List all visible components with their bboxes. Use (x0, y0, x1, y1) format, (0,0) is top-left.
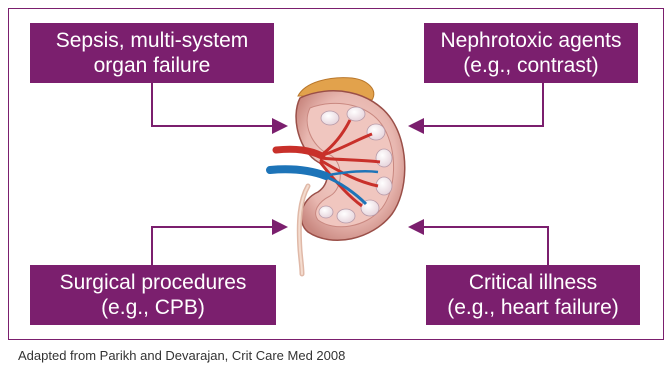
cause-line: Surgical procedures (60, 270, 247, 295)
cause-box-nephrotoxic: Nephrotoxic agents (e.g., contrast) (424, 23, 638, 83)
arrow-nephrotoxic (410, 83, 543, 126)
cause-line: organ failure (94, 53, 211, 78)
cause-box-surgical: Surgical procedures (e.g., CPB) (30, 265, 276, 325)
arrow-surgical (152, 227, 286, 265)
cause-line: Nephrotoxic agents (441, 28, 622, 53)
cause-box-sepsis: Sepsis, multi-system organ failure (30, 23, 274, 83)
cause-line: (e.g., contrast) (463, 53, 598, 78)
cause-line: (e.g., heart failure) (447, 295, 619, 320)
cause-line: Sepsis, multi-system (56, 28, 249, 53)
cause-line: (e.g., CPB) (101, 295, 205, 320)
arrow-sepsis (152, 83, 286, 126)
source-caption: Adapted from Parikh and Devarajan, Crit … (18, 348, 345, 363)
arrow-critical (410, 227, 548, 265)
cause-line: Critical illness (469, 270, 597, 295)
kidney-illustration (270, 78, 405, 274)
cause-box-critical-illness: Critical illness (e.g., heart failure) (426, 265, 640, 325)
